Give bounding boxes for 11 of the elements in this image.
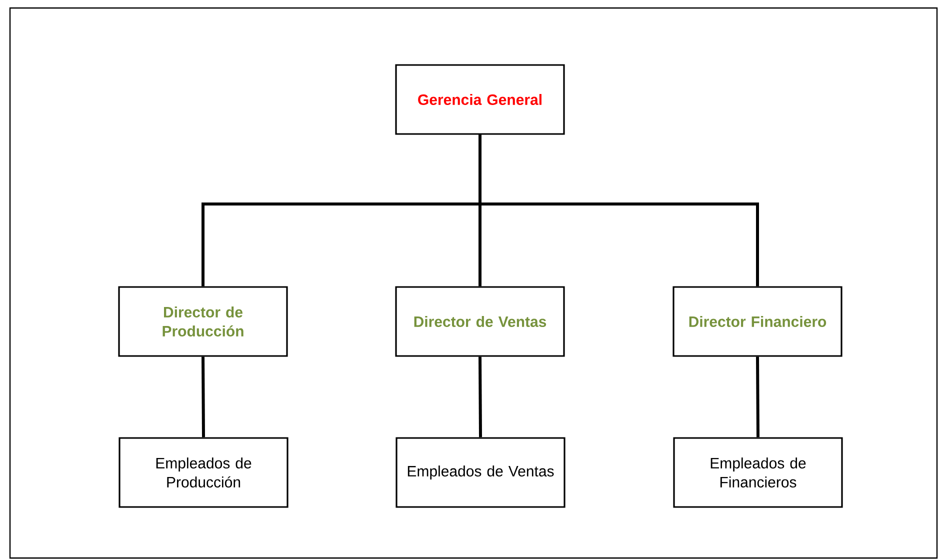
director-box: Director Financiero — [672, 286, 842, 357]
employee-box: Empleados de Financieros — [673, 437, 843, 508]
connector-line — [478, 356, 482, 438]
employee-box: Empleados de Ventas — [396, 437, 566, 508]
connector-line — [756, 356, 760, 438]
director-box: Director de Ventas — [395, 286, 565, 357]
connector-line — [478, 134, 759, 286]
director-box: Director de Producción — [118, 286, 288, 357]
top-box: Gerencia General — [395, 64, 565, 135]
employee-box: Empleados de Producción — [118, 437, 288, 508]
connector-line — [202, 356, 205, 438]
